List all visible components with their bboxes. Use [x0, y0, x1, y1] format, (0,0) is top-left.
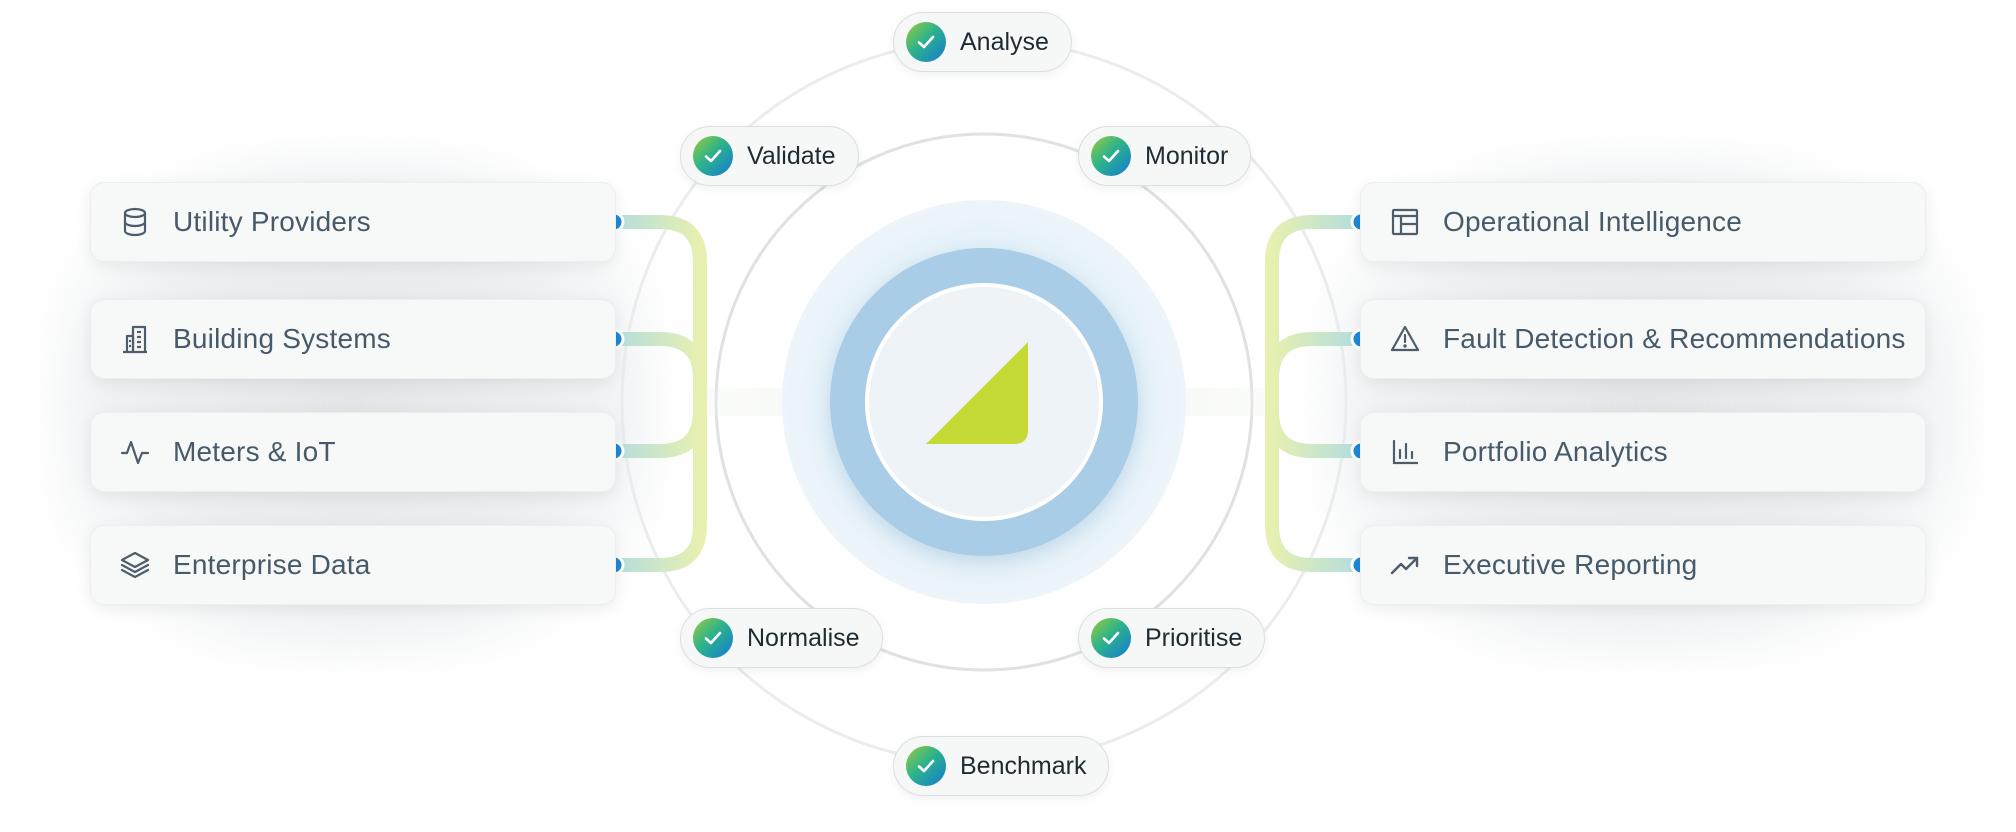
card-label: Operational Intelligence [1443, 206, 1742, 237]
card-fault-detection[interactable]: Fault Detection & Recommendations [1360, 299, 1926, 379]
check-icon [693, 136, 733, 176]
check-icon [906, 746, 946, 786]
database-icon [119, 206, 151, 238]
step-label: Normalise [747, 623, 860, 652]
step-prioritise[interactable]: Prioritise [1078, 608, 1266, 668]
step-analyse[interactable]: Analyse [893, 12, 1072, 72]
building-icon [119, 323, 151, 355]
connector-operational-intelligence [1265, 215, 1367, 409]
connector-fault-detection [1265, 332, 1367, 409]
step-label: Benchmark [960, 751, 1087, 780]
connector-building-systems [605, 332, 707, 409]
bar-chart-icon [1389, 436, 1421, 468]
step-label: Monitor [1145, 141, 1229, 170]
step-normalise[interactable]: Normalise [680, 608, 883, 668]
card-label: Fault Detection & Recommendations [1443, 323, 1906, 354]
step-label: Analyse [960, 27, 1049, 56]
layers-icon [119, 549, 151, 581]
card-operational-intelligence[interactable]: Operational Intelligence [1360, 182, 1926, 262]
card-meters-iot[interactable]: Meters & IoT [90, 412, 616, 492]
logo-icon [926, 342, 1028, 444]
step-validate[interactable]: Validate [680, 126, 859, 186]
step-label: Prioritise [1145, 623, 1243, 652]
card-enterprise-data[interactable]: Enterprise Data [90, 525, 616, 605]
input-connectors [605, 215, 707, 572]
card-label: Meters & IoT [173, 436, 336, 467]
layout-icon [1389, 206, 1421, 238]
check-icon [1091, 618, 1131, 658]
card-label: Utility Providers [173, 206, 371, 237]
check-icon [693, 618, 733, 658]
connector-enterprise-data [605, 395, 707, 572]
card-executive-reporting[interactable]: Executive Reporting [1360, 525, 1926, 605]
output-connectors [1265, 215, 1367, 572]
step-monitor[interactable]: Monitor [1078, 126, 1252, 186]
trending-up-icon [1389, 549, 1421, 581]
step-label: Validate [747, 141, 836, 170]
connector-utility-providers [605, 215, 707, 409]
card-label: Building Systems [173, 323, 391, 354]
card-label: Executive Reporting [1443, 549, 1698, 580]
check-icon [1091, 136, 1131, 176]
connector-executive-reporting [1265, 395, 1367, 572]
activity-icon [119, 436, 151, 468]
card-utility-providers[interactable]: Utility Providers [90, 182, 616, 262]
step-benchmark[interactable]: Benchmark [893, 736, 1110, 796]
card-label: Enterprise Data [173, 549, 371, 580]
warning-icon [1389, 323, 1421, 355]
check-icon [906, 22, 946, 62]
card-portfolio-analytics[interactable]: Portfolio Analytics [1360, 412, 1926, 492]
card-label: Portfolio Analytics [1443, 436, 1668, 467]
card-building-systems[interactable]: Building Systems [90, 299, 616, 379]
